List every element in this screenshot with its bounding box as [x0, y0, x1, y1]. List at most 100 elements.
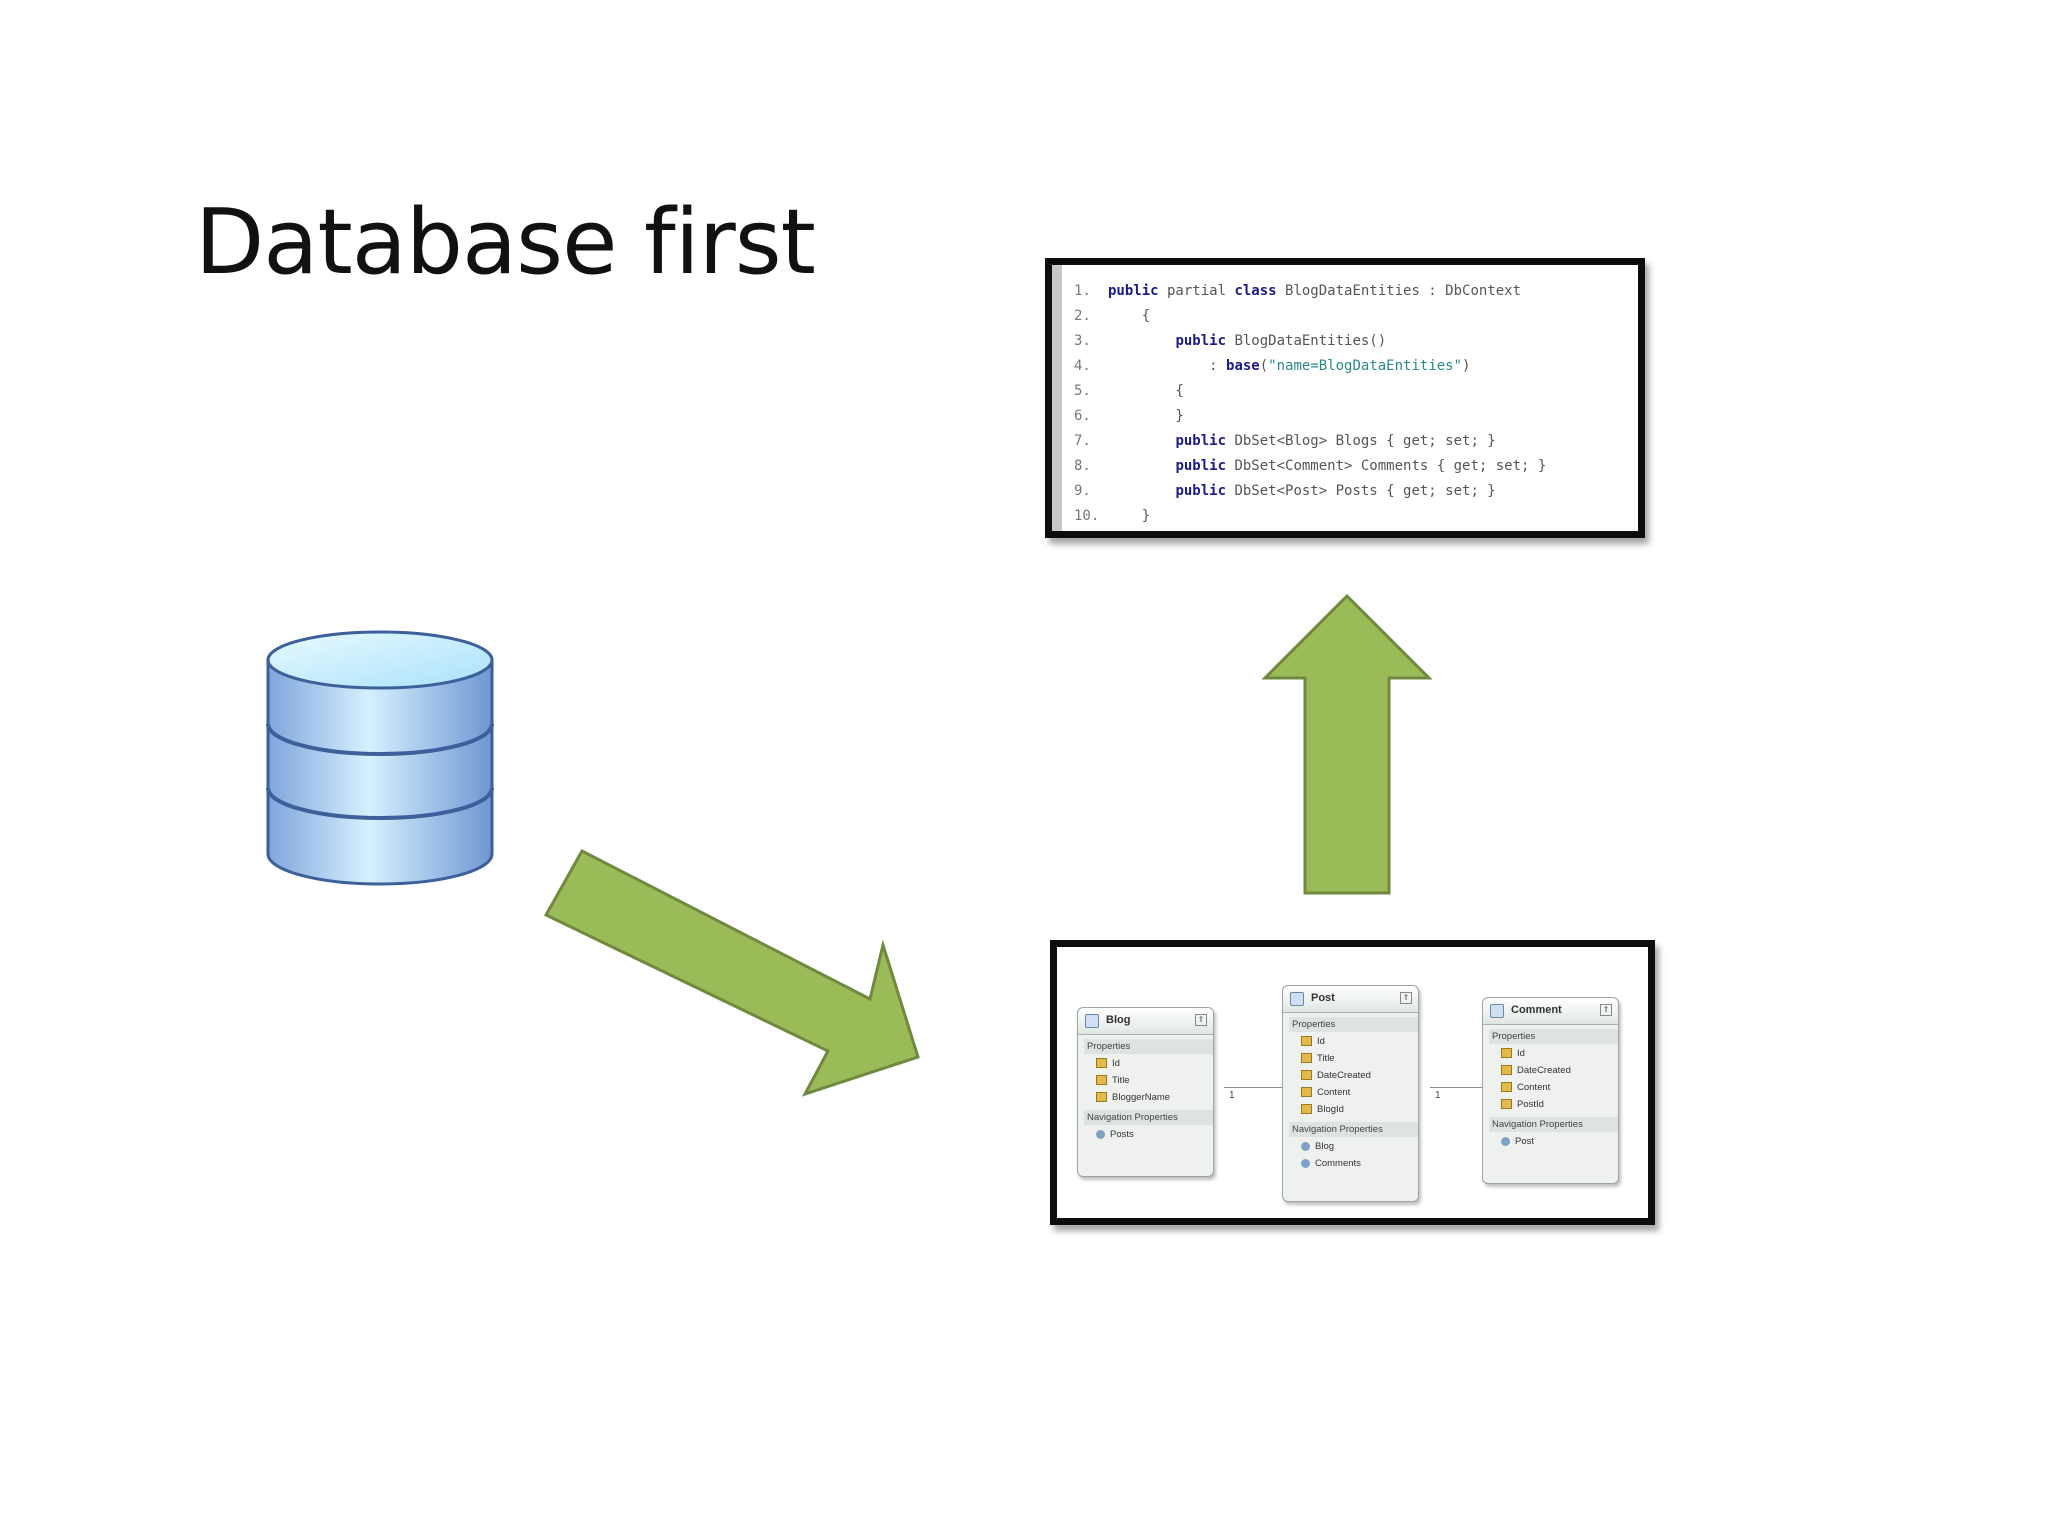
code-keyword: class	[1234, 283, 1277, 299]
property-name: Id	[1112, 1058, 1120, 1069]
entity-model-panel: 1 * 1 * Blog⇑PropertiesIdTitleBloggerNam…	[1050, 940, 1655, 1225]
property-item: Id	[1301, 1034, 1418, 1050]
entity-name: Comment	[1511, 1004, 1562, 1016]
property-icon	[1096, 1075, 1107, 1086]
navigation-icon	[1301, 1158, 1310, 1168]
navigation-name: Blog	[1315, 1141, 1335, 1152]
navigation-item: Post	[1501, 1134, 1618, 1150]
entity-icon	[1085, 1014, 1099, 1028]
entity-header: Post⇑	[1283, 986, 1418, 1013]
code-text	[1108, 433, 1175, 449]
entity-icon	[1490, 1004, 1504, 1018]
property-item: Id	[1096, 1056, 1213, 1072]
line-number: 3.	[1074, 333, 1091, 349]
entity-name: Blog	[1106, 1014, 1131, 1026]
code-keyword: public	[1175, 458, 1227, 474]
entity-icon	[1290, 992, 1304, 1006]
blog-post-connector	[1224, 1087, 1337, 1088]
property-name: PostId	[1517, 1099, 1544, 1110]
code-keyword: public	[1175, 433, 1227, 449]
property-icon	[1301, 1036, 1312, 1047]
code-text: DbSet<Post> Posts { get; set; }	[1226, 483, 1496, 499]
code-line: 8. public DbSet<Comment> Comments { get;…	[1074, 454, 1546, 479]
navigation-item: Blog	[1301, 1139, 1418, 1155]
code-keyword: public	[1108, 283, 1159, 299]
line-number: 5.	[1074, 383, 1091, 399]
code-keyword: public	[1175, 333, 1227, 349]
line-number: 10.	[1074, 508, 1100, 524]
property-name: BlogId	[1317, 1104, 1344, 1115]
entity-header: Blog ⇑	[1078, 1008, 1213, 1035]
property-icon	[1501, 1099, 1512, 1110]
properties-section-label: Properties	[1084, 1039, 1213, 1054]
multiplicity-label: 1	[1229, 1090, 1235, 1101]
code-line: 5. {	[1074, 379, 1546, 404]
entity-header: Comment ⇑	[1483, 998, 1618, 1025]
code-line: 1.public partial class BlogDataEntities …	[1074, 279, 1546, 304]
code-text: BlogDataEntities : DbContext	[1276, 283, 1522, 299]
collapse-icon[interactable]: ⇑	[1195, 1014, 1207, 1026]
code-line: 3. public BlogDataEntities()	[1074, 329, 1546, 354]
code-text: {	[1108, 383, 1184, 399]
code-lines: 1.public partial class BlogDataEntities …	[1074, 279, 1546, 529]
navigation-section-label: Navigation Properties	[1289, 1122, 1418, 1137]
navigation-name: Comments	[1315, 1158, 1361, 1169]
code-line: 10. }	[1074, 504, 1546, 529]
property-name: DateCreated	[1317, 1070, 1371, 1081]
navigation-name: Posts	[1110, 1129, 1134, 1140]
navigation-icon	[1096, 1129, 1105, 1139]
line-number: 7.	[1074, 433, 1091, 449]
property-name: Id	[1317, 1036, 1325, 1047]
code-gutter	[1052, 265, 1062, 531]
navigation-item: Posts	[1096, 1127, 1213, 1143]
line-number: 9.	[1074, 483, 1091, 499]
navigation-item: Comments	[1301, 1156, 1418, 1172]
code-string: "name=BlogDataEntities"	[1268, 358, 1463, 374]
code-text	[1108, 333, 1175, 349]
property-item: Id	[1501, 1046, 1618, 1062]
property-name: Content	[1517, 1082, 1551, 1093]
code-line: 7. public DbSet<Blog> Blogs { get; set; …	[1074, 429, 1546, 454]
navigation-section-label: Navigation Properties	[1489, 1117, 1618, 1132]
property-item: DateCreated	[1501, 1063, 1618, 1079]
code-text: }	[1108, 408, 1184, 424]
property-item: Content	[1301, 1085, 1418, 1101]
line-number: 2.	[1074, 308, 1091, 324]
property-item: Content	[1501, 1080, 1618, 1096]
collapse-icon[interactable]: ⇑	[1400, 992, 1412, 1004]
code-text: )	[1462, 358, 1471, 374]
navigation-name: Post	[1515, 1136, 1535, 1147]
property-name: Id	[1517, 1048, 1525, 1059]
slide-title: Database first	[195, 190, 816, 295]
code-line: 4. : base("name=BlogDataEntities")	[1074, 354, 1546, 379]
property-icon	[1501, 1082, 1512, 1093]
navigation-icon	[1301, 1141, 1310, 1151]
property-item: Title	[1096, 1073, 1213, 1089]
arrow-up-icon	[1261, 593, 1433, 895]
property-item: PostId	[1501, 1097, 1618, 1113]
collapse-icon[interactable]: ⇑	[1600, 1004, 1612, 1016]
code-text: BlogDataEntities()	[1226, 333, 1387, 349]
code-text: :	[1108, 358, 1227, 374]
code-snippet-panel: 1.public partial class BlogDataEntities …	[1045, 258, 1645, 538]
arrow-down-right-icon	[543, 849, 920, 1097]
line-number: 8.	[1074, 458, 1091, 474]
code-text: (	[1259, 358, 1269, 374]
navigation-section-label: Navigation Properties	[1084, 1110, 1213, 1125]
property-icon	[1301, 1104, 1312, 1115]
property-name: BloggerName	[1112, 1092, 1171, 1103]
property-name: Title	[1317, 1053, 1335, 1064]
code-line: 9. public DbSet<Post> Posts { get; set; …	[1074, 479, 1546, 504]
property-name: Content	[1317, 1087, 1351, 1098]
multiplicity-label: 1	[1435, 1090, 1441, 1101]
code-text: }	[1108, 508, 1151, 524]
code-text: DbSet<Comment> Comments { get; set; }	[1226, 458, 1547, 474]
code-line: 2. {	[1074, 304, 1546, 329]
property-item: BlogId	[1301, 1102, 1418, 1118]
code-text: partial	[1158, 283, 1235, 299]
line-number: 4.	[1074, 358, 1091, 374]
code-line: 6. }	[1074, 404, 1546, 429]
